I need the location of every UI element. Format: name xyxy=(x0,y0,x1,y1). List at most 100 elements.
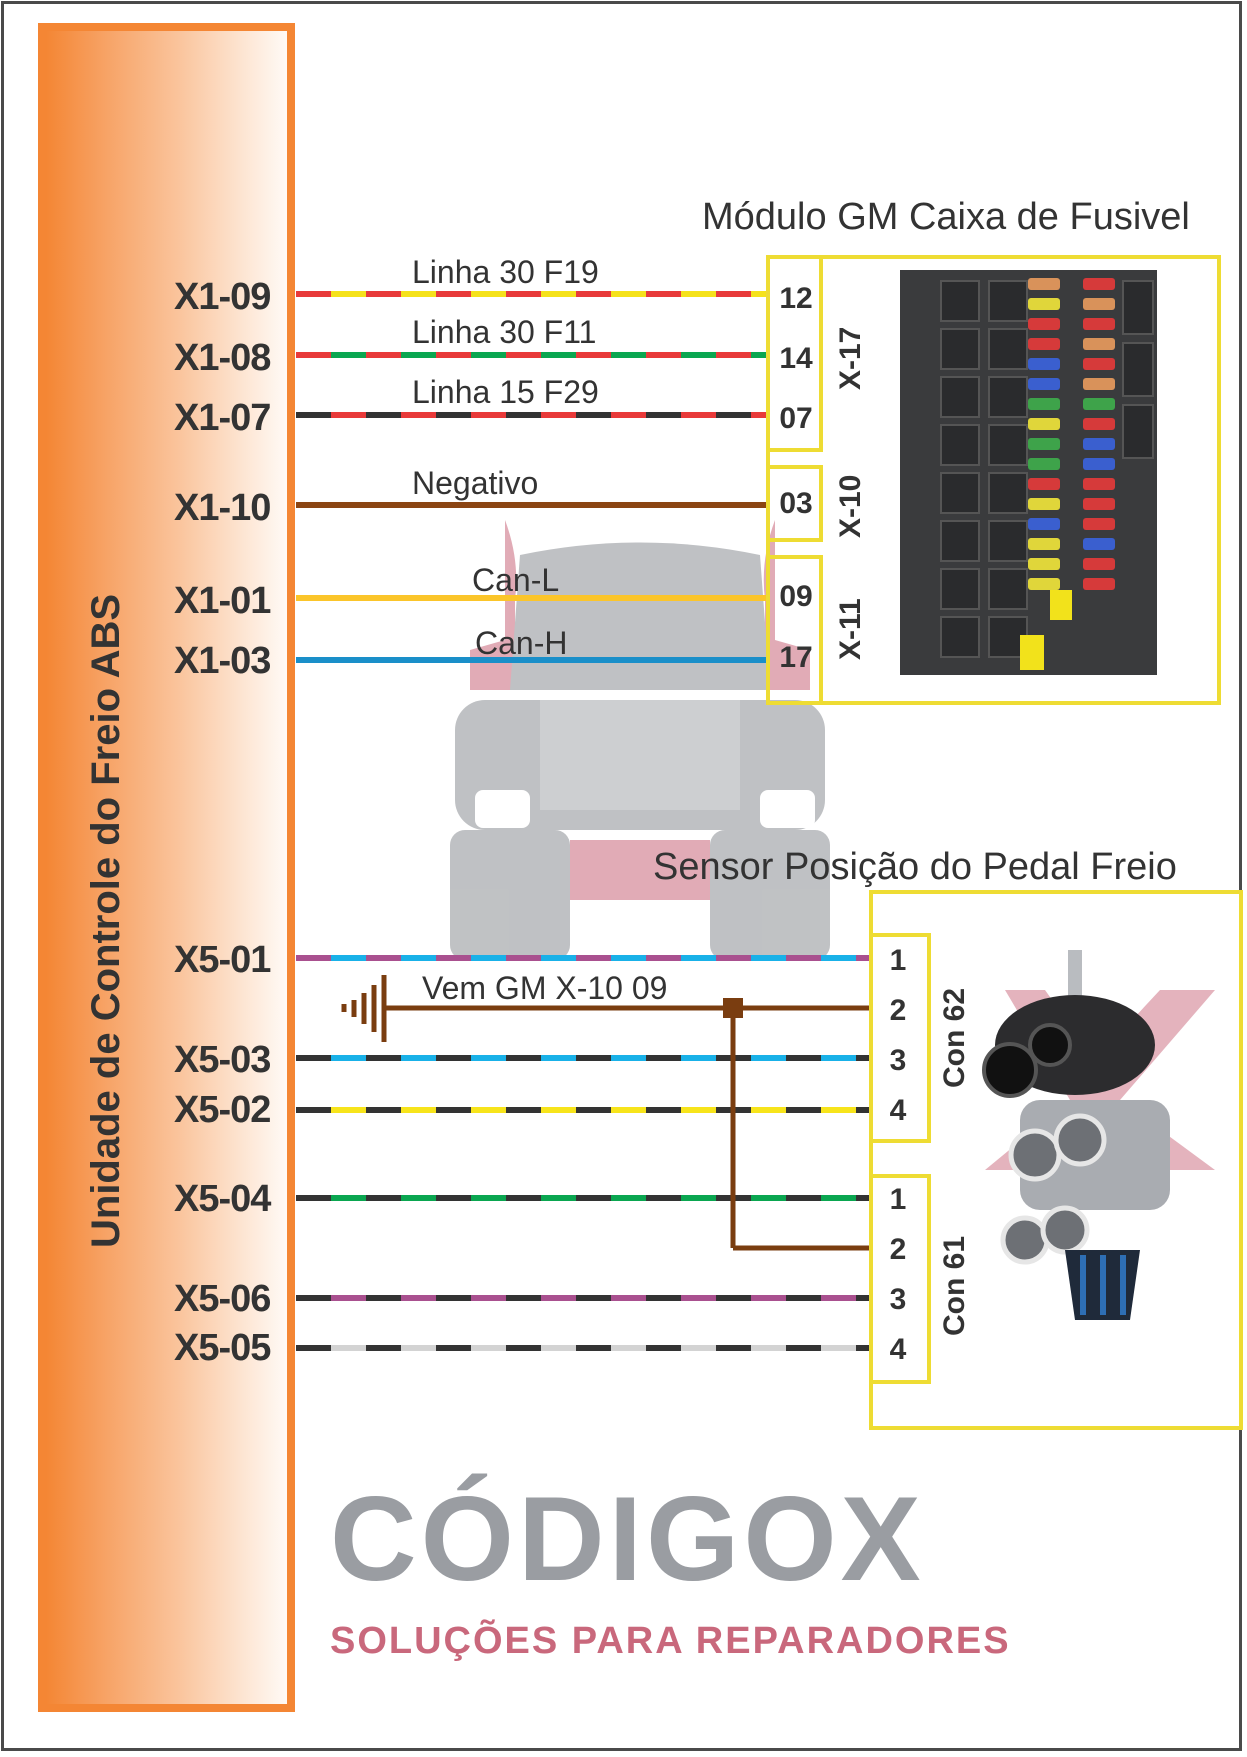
wire-label-can-h: Can-H xyxy=(475,625,568,661)
fuse xyxy=(1083,358,1115,370)
pin-label-x5-01: X5-01 xyxy=(174,939,271,981)
terminal-x10-03: 03 xyxy=(779,487,813,520)
wire-label-can-l: Can-L xyxy=(472,562,560,598)
connector-con-62 xyxy=(869,933,931,1143)
fuse xyxy=(1028,378,1060,390)
fuse xyxy=(1083,378,1115,390)
fuse xyxy=(1028,558,1060,570)
fuse xyxy=(1028,338,1060,350)
connector-id-x-11: X-11 xyxy=(834,598,867,660)
terminal-con61-2: 2 xyxy=(889,1233,907,1266)
connector-x-10 xyxy=(766,465,823,542)
connector-id-x-10: X-10 xyxy=(834,474,867,538)
junction-node xyxy=(723,998,743,1018)
terminal-x11-17: 17 xyxy=(779,641,813,674)
pin-label-x5-03: X5-03 xyxy=(174,1039,271,1081)
terminal-con61-1: 1 xyxy=(889,1183,907,1216)
fuse xyxy=(1083,518,1115,530)
pin-label-x1-03: X1-03 xyxy=(174,640,271,682)
connector-socket xyxy=(940,376,980,418)
abs-control-unit-panel xyxy=(46,31,287,1704)
wire-label-vem-gm: Vem GM X-10 09 xyxy=(422,970,668,1006)
fuse xyxy=(1083,398,1115,410)
valve-port xyxy=(1028,1023,1072,1067)
pin-label-x1-10: X1-10 xyxy=(174,487,271,529)
valve-port xyxy=(1008,1128,1062,1182)
connector-socket xyxy=(988,280,1028,322)
ground-icon xyxy=(341,975,387,1042)
fuse xyxy=(1083,538,1115,550)
connector-socket xyxy=(988,568,1028,610)
terminal-con62-1: 1 xyxy=(889,944,907,977)
pin-label-x1-09: X1-09 xyxy=(174,276,271,318)
connector-x-11 xyxy=(766,555,823,705)
connector-socket xyxy=(940,472,980,514)
sensor-module-box xyxy=(869,890,1243,1430)
valve-filter-stripe xyxy=(1100,1255,1106,1315)
connector-socket xyxy=(988,328,1028,370)
connector-socket xyxy=(988,472,1028,514)
connector-socket xyxy=(988,520,1028,562)
terminal-con61-4: 4 xyxy=(889,1333,907,1366)
fuse-module-title: Módulo GM Caixa de Fusivel xyxy=(702,196,1190,238)
yellow-clip xyxy=(1050,590,1072,620)
connector-socket xyxy=(940,424,980,466)
connector-id-con-61: Con 61 xyxy=(938,1235,971,1336)
fuse xyxy=(1083,478,1115,490)
pin-label-x5-02: X5-02 xyxy=(174,1089,271,1131)
fuse xyxy=(1028,478,1060,490)
valve-port xyxy=(982,1042,1038,1098)
fuse xyxy=(1028,298,1060,310)
wire-label-linha-30-f11: Linha 30 F11 xyxy=(412,314,597,350)
fuse xyxy=(1028,498,1060,510)
connector-socket xyxy=(940,520,980,562)
fuse xyxy=(1028,518,1060,530)
fuse xyxy=(1028,458,1060,470)
fuse xyxy=(1028,318,1060,330)
valve-port xyxy=(1053,1113,1107,1167)
fuse xyxy=(1028,398,1060,410)
terminal-con62-2: 2 xyxy=(889,994,907,1027)
terminal-con62-4: 4 xyxy=(889,1094,907,1127)
valve-port xyxy=(1040,1205,1090,1255)
pin-label-x5-06: X5-06 xyxy=(174,1278,271,1320)
fuse xyxy=(1083,298,1115,310)
valve-filter-stripe xyxy=(1080,1255,1086,1315)
fuse xyxy=(1028,438,1060,450)
pin-label-x1-08: X1-08 xyxy=(174,337,271,379)
connector-id-x-17: X-17 xyxy=(834,326,867,390)
terminal-x17-12: 12 xyxy=(779,282,813,315)
fuse xyxy=(1083,278,1115,290)
fuse xyxy=(1083,318,1115,330)
relay xyxy=(1122,280,1154,335)
pin-label-x1-01: X1-01 xyxy=(174,580,271,622)
valve-port xyxy=(1000,1215,1050,1265)
connector-socket xyxy=(988,424,1028,466)
fuse xyxy=(1083,498,1115,510)
wire-label-negativo: Negativo xyxy=(412,465,539,501)
fuse xyxy=(1083,558,1115,570)
relay xyxy=(1122,404,1154,459)
connector-x-17 xyxy=(766,255,823,452)
fuse xyxy=(1083,458,1115,470)
fuse xyxy=(1083,578,1115,590)
valve-filter-stripe xyxy=(1120,1255,1126,1315)
fuse xyxy=(1083,438,1115,450)
fuse xyxy=(1028,538,1060,550)
connector-socket xyxy=(940,280,980,322)
connector-id-con-62: Con 62 xyxy=(938,987,971,1088)
pin-label-x5-04: X5-04 xyxy=(174,1178,271,1220)
pin-label-x1-07: X1-07 xyxy=(174,397,271,439)
terminal-con61-3: 3 xyxy=(889,1283,907,1316)
fuse-box-photo xyxy=(900,270,1157,675)
terminal-x11-09: 09 xyxy=(779,580,813,613)
fuse xyxy=(1028,278,1060,290)
pin-label-x5-05: X5-05 xyxy=(174,1327,271,1369)
connector-socket xyxy=(940,328,980,370)
warning-sticker-icon xyxy=(1020,635,1044,670)
fuse xyxy=(1083,418,1115,430)
connector-socket xyxy=(940,616,980,658)
connector-socket xyxy=(940,568,980,610)
